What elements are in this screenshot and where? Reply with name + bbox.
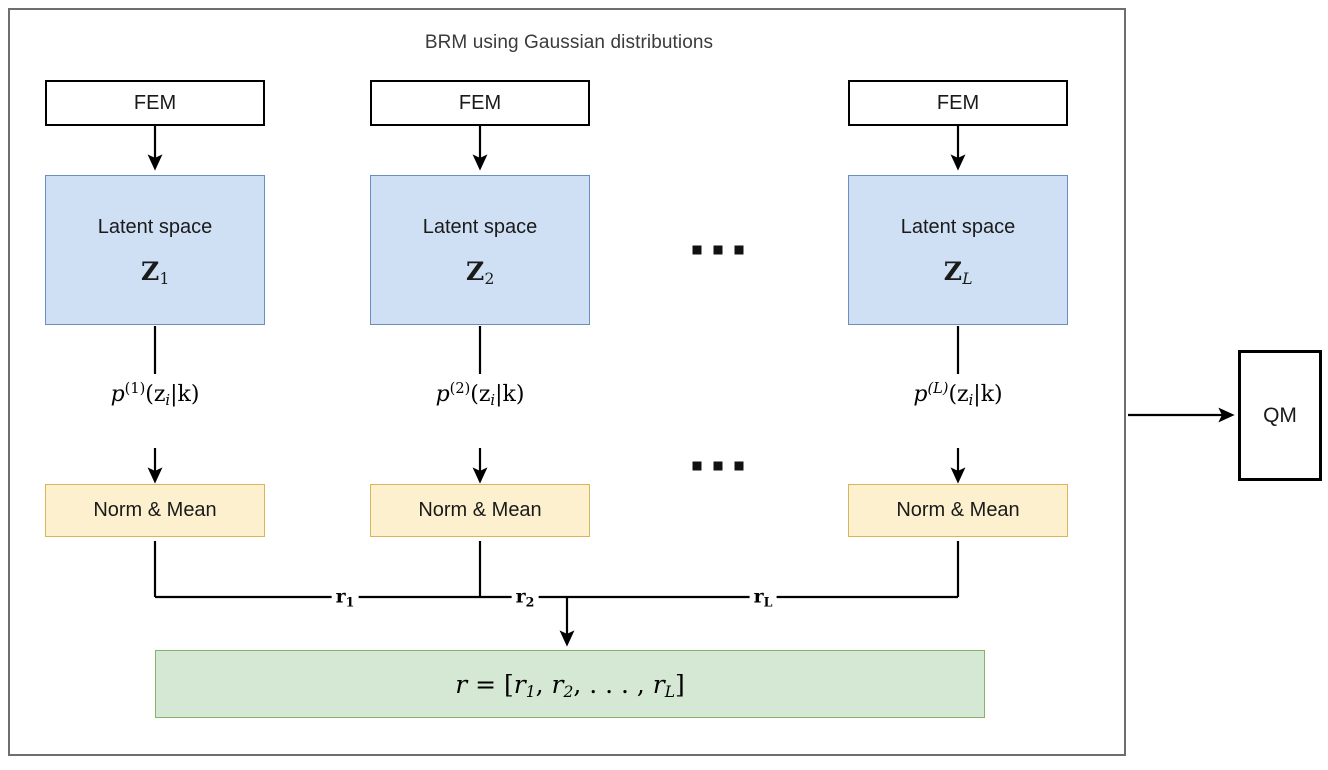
ellipsis-dot xyxy=(692,461,702,471)
latent-space-label-1: Latent space xyxy=(97,215,213,238)
result-vector-box[interactable]: r = [r1, r2, . . . , rL] xyxy=(155,650,985,718)
r-label-1: r1 xyxy=(331,587,359,608)
prob-expression-3: p(L)(zi|k) xyxy=(913,381,1003,410)
prob-expression-1: p(1)(zi|k) xyxy=(110,381,200,410)
fem-label-2: FEM xyxy=(458,91,502,114)
result-vector-formula: r = [r1, r2, . . . , rL] xyxy=(455,669,685,702)
norm-mean-box-1[interactable]: Norm & Mean xyxy=(45,484,265,537)
qm-box[interactable]: QM xyxy=(1238,350,1322,481)
latent-space-label-3: Latent space xyxy=(900,215,1016,238)
norm-mean-box-3[interactable]: Norm & Mean xyxy=(848,484,1068,537)
r-label-2: r2 xyxy=(511,587,539,608)
latent-space-symbol-1: Z1 xyxy=(140,256,170,289)
prob-expression-2: p(2)(zi|k) xyxy=(435,381,525,410)
norm-mean-box-2[interactable]: Norm & Mean xyxy=(370,484,590,537)
fem-box-1[interactable]: FEM xyxy=(45,80,265,126)
norm-mean-label-1: Norm & Mean xyxy=(93,499,217,521)
ellipsis-dot xyxy=(734,461,744,471)
latent-space-symbol-2: Z2 xyxy=(465,256,495,289)
latent-space-box-3[interactable]: Latent space ZL xyxy=(848,175,1068,325)
ellipsis-dot xyxy=(692,245,702,255)
ellipsis-dot xyxy=(734,245,744,255)
ellipsis-dot xyxy=(713,461,723,471)
latent-space-box-1[interactable]: Latent space Z1 xyxy=(45,175,265,325)
latent-space-label-2: Latent space xyxy=(422,215,538,238)
fem-label-1: FEM xyxy=(133,91,177,114)
qm-label: QM xyxy=(1263,403,1297,427)
ellipsis-icon-bottom xyxy=(692,461,744,471)
latent-space-box-2[interactable]: Latent space Z2 xyxy=(370,175,590,325)
latent-space-symbol-3: ZL xyxy=(943,256,973,289)
fem-box-3[interactable]: FEM xyxy=(848,80,1068,126)
fem-label-3: FEM xyxy=(936,91,980,114)
norm-mean-label-2: Norm & Mean xyxy=(418,499,542,521)
fem-box-2[interactable]: FEM xyxy=(370,80,590,126)
ellipsis-dot xyxy=(713,245,723,255)
diagram-title: BRM using Gaussian distributions xyxy=(424,32,714,53)
ellipsis-icon-top xyxy=(692,245,744,255)
r-label-3: rL xyxy=(749,587,777,608)
norm-mean-label-3: Norm & Mean xyxy=(896,499,1020,521)
